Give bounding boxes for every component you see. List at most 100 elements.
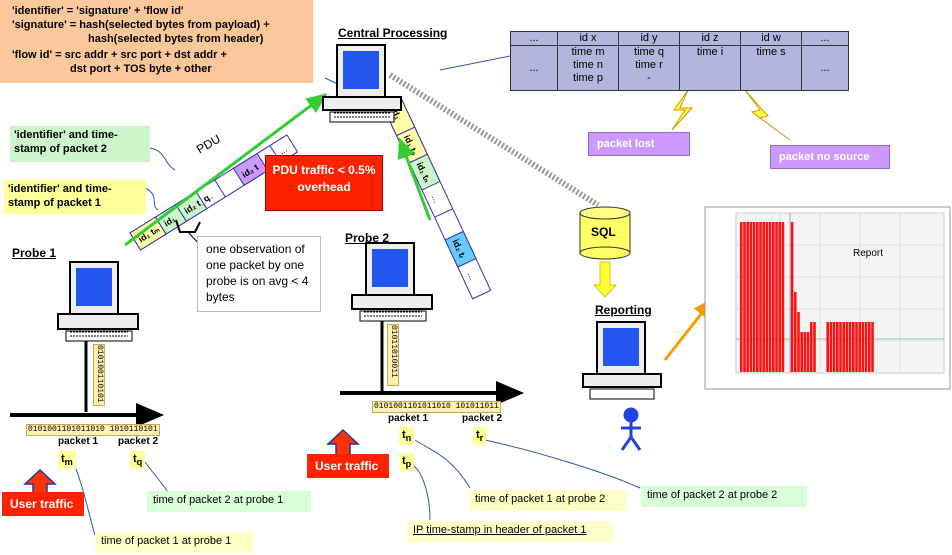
report-title-svg: Report bbox=[853, 248, 883, 259]
report-arrow bbox=[663, 297, 714, 361]
table-cell: time q time r - bbox=[618, 45, 680, 91]
lightning-left bbox=[671, 89, 694, 131]
report-bar bbox=[864, 322, 868, 372]
packet-no-source-badge: packet no source bbox=[770, 145, 890, 169]
probe2-heading: Probe 2 bbox=[345, 231, 390, 245]
report-bar bbox=[797, 312, 800, 372]
report-bar bbox=[839, 322, 842, 372]
report-bar bbox=[778, 222, 781, 372]
table-cell: time s bbox=[740, 45, 802, 91]
id-timestamp-packet2-label: 'identifier' and time- stamp of packet 2 bbox=[10, 126, 150, 162]
sql-cylinder bbox=[579, 206, 631, 260]
user-figure-icon bbox=[620, 407, 642, 451]
report-chart: Report bbox=[704, 206, 951, 390]
table-header-cell: id w bbox=[740, 31, 802, 46]
green-arrow-probe1 bbox=[124, 93, 328, 247]
definitions-note: 'identifier' = 'signature' + 'flow id' '… bbox=[0, 0, 313, 83]
green-arrow-probe2 bbox=[397, 137, 432, 221]
computer-central-icon bbox=[322, 44, 402, 123]
report-bar bbox=[803, 332, 807, 372]
report-bar bbox=[781, 222, 785, 372]
note-line-1: 'identifier' = 'signature' + 'flow id' bbox=[12, 5, 184, 17]
note-line-2: 'signature' = hash(selected bytes from p… bbox=[12, 19, 270, 31]
report-bar bbox=[800, 332, 803, 372]
svg-text:...: ... bbox=[203, 191, 215, 203]
time-packet2-probe1-label: time of packet 2 at probe 1 bbox=[147, 491, 311, 512]
report-bar bbox=[871, 322, 874, 372]
probe2-packet1-label: packet 1 bbox=[388, 413, 429, 424]
computer-reporting-icon bbox=[582, 321, 662, 400]
report-bar bbox=[762, 222, 765, 372]
packet-lost-badge: packet lost bbox=[588, 132, 690, 156]
time-packet1-probe2-label: time of packet 1 at probe 2 bbox=[469, 490, 627, 511]
svg-text:...: ... bbox=[277, 144, 289, 156]
lightning-right bbox=[744, 89, 791, 141]
probe1-packet1-label: packet 1 bbox=[58, 436, 99, 447]
report-bar bbox=[810, 322, 813, 372]
probe1-packet2-label: packet 2 bbox=[118, 436, 159, 447]
user-traffic-label-2: User traffic bbox=[307, 454, 389, 478]
tq-tag: tq bbox=[130, 451, 146, 470]
computer-probe2-icon bbox=[351, 242, 433, 322]
note-line-5: dst port + TOS byte + other bbox=[70, 63, 212, 75]
time-packet2-probe2-label: time of packet 2 at probe 2 bbox=[641, 486, 807, 507]
report-bar bbox=[836, 322, 839, 372]
report-bar bbox=[829, 322, 833, 372]
probe2-bitstream: 0101001101011010 101011011 bbox=[372, 401, 501, 413]
ip-timestamp-label: IP time-stamp in header of packet 1 bbox=[407, 521, 613, 542]
note-line-4: 'flow id' = src addr + src port + dst ad… bbox=[12, 49, 227, 61]
probe1-vertical-bits: 010100110101 bbox=[93, 344, 105, 406]
tr-tag: tr bbox=[473, 427, 487, 446]
report-bar bbox=[794, 292, 797, 372]
report-bar bbox=[790, 222, 794, 372]
table-cell: time m time n time p bbox=[557, 45, 619, 91]
report-bar bbox=[806, 332, 810, 372]
central-data-table: ... id x id y id z id w ... ... time m t… bbox=[510, 31, 849, 91]
sql-link bbox=[388, 72, 600, 208]
table-header-cell: id x bbox=[557, 31, 619, 46]
probe1-bitstream: 0101001101011010 1010110101 bbox=[26, 424, 160, 436]
report-bar bbox=[813, 322, 816, 372]
svg-text:...: ... bbox=[466, 270, 478, 281]
tm-tag: tm bbox=[58, 451, 76, 470]
central-processing-heading: Central Processing bbox=[338, 26, 448, 40]
report-bar bbox=[868, 322, 871, 372]
reporting-heading: Reporting bbox=[595, 303, 652, 317]
report-bar bbox=[845, 322, 849, 372]
pdu-traffic-badge: PDU traffic < 0.5% overhead bbox=[265, 155, 383, 211]
table-header-cell: ... bbox=[510, 31, 558, 46]
user-traffic-label-1: User traffic bbox=[2, 492, 84, 516]
table-cell: time i bbox=[679, 45, 741, 91]
tp-tag: tp bbox=[399, 453, 415, 472]
report-bar bbox=[756, 222, 759, 372]
report-bar bbox=[768, 222, 772, 372]
svg-text:...: ... bbox=[430, 193, 442, 204]
report-bar bbox=[861, 322, 865, 372]
report-bar bbox=[775, 222, 778, 372]
report-bar bbox=[848, 322, 852, 372]
table-cell: ... bbox=[510, 45, 558, 91]
report-bar bbox=[749, 222, 753, 372]
table-header-cell: id y bbox=[618, 31, 680, 46]
report-bar bbox=[772, 222, 775, 372]
probe1-heading: Probe 1 bbox=[12, 246, 57, 260]
probe2-packet2-label: packet 2 bbox=[462, 413, 503, 424]
time-packet1-probe1-label: time of packet 1 at probe 1 bbox=[95, 532, 253, 553]
table-header-cell: id z bbox=[679, 31, 741, 46]
id-timestamp-packet1-label: 'identifier' and time- stamp of packet 1 bbox=[4, 180, 146, 214]
table-header-cell: ... bbox=[801, 31, 849, 46]
computer-probe1-icon bbox=[57, 261, 139, 342]
report-bar bbox=[852, 322, 855, 372]
table-cell: ... bbox=[801, 45, 849, 91]
observation-note: one observation of one packet by one pro… bbox=[197, 236, 321, 312]
report-bar bbox=[740, 222, 743, 372]
sql-down-arrow bbox=[592, 261, 618, 298]
report-bar bbox=[855, 322, 858, 372]
tn-tag: tn bbox=[399, 427, 415, 446]
report-bar bbox=[759, 222, 762, 372]
note-line-3: hash(selected bytes from header) bbox=[88, 33, 264, 45]
report-bar bbox=[765, 222, 769, 372]
report-bar bbox=[858, 322, 861, 372]
sql-label: SQL bbox=[591, 225, 616, 239]
